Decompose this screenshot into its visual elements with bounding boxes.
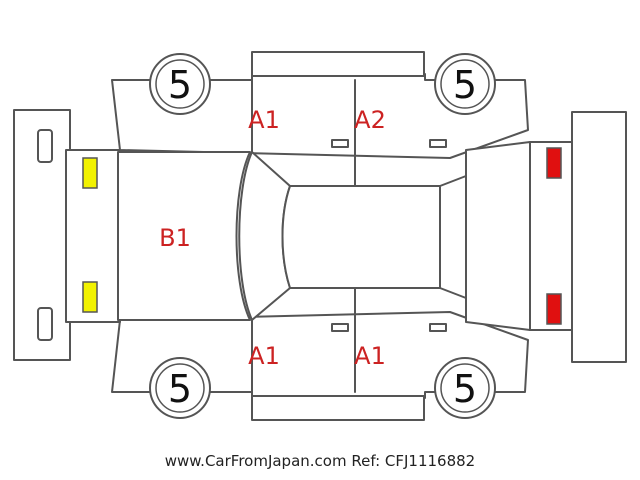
rear-tail-panel — [529, 141, 573, 331]
left-rear-door-handle — [429, 139, 447, 148]
tire-rear-right-value: 5 — [453, 367, 477, 411]
tire-rear-left-value: 5 — [453, 63, 477, 107]
roof-strip-bottom — [251, 395, 425, 421]
rear-hatch — [465, 141, 531, 331]
tire-front-right-value: 5 — [168, 367, 192, 411]
rear-window — [439, 175, 467, 299]
roof-strip-top — [251, 51, 425, 77]
roof-panel — [281, 185, 441, 289]
damage-label-hood: B1 — [159, 224, 191, 252]
rear-left-light-marker — [546, 147, 562, 179]
hood-panel — [117, 151, 251, 321]
damage-label-left-front-door: A1 — [248, 106, 280, 134]
rear-bumper — [571, 111, 627, 363]
source-footer: www.CarFromJapan.com Ref: CFJ1116882 — [164, 452, 476, 470]
front-bumper-slot-bottom — [37, 307, 53, 341]
front-right-light-marker — [82, 281, 98, 313]
front-bumper — [13, 109, 71, 361]
tire-rear-right: 5 — [434, 357, 496, 419]
damage-label-left-rear-door: A2 — [354, 106, 386, 134]
front-left-light-marker — [82, 157, 98, 189]
damage-label-right-front-door: A1 — [248, 342, 280, 370]
tire-front-left: 5 — [149, 53, 211, 115]
tire-front-right: 5 — [149, 357, 211, 419]
front-bumper-slot-top — [37, 129, 53, 163]
tire-front-left-value: 5 — [168, 63, 192, 107]
right-rear-door-handle — [429, 323, 447, 332]
damage-label-right-rear-door: A1 — [354, 342, 386, 370]
rear-right-light-marker — [546, 293, 562, 325]
left-front-door-handle — [331, 139, 349, 148]
right-front-door-handle — [331, 323, 349, 332]
tire-rear-left: 5 — [434, 53, 496, 115]
